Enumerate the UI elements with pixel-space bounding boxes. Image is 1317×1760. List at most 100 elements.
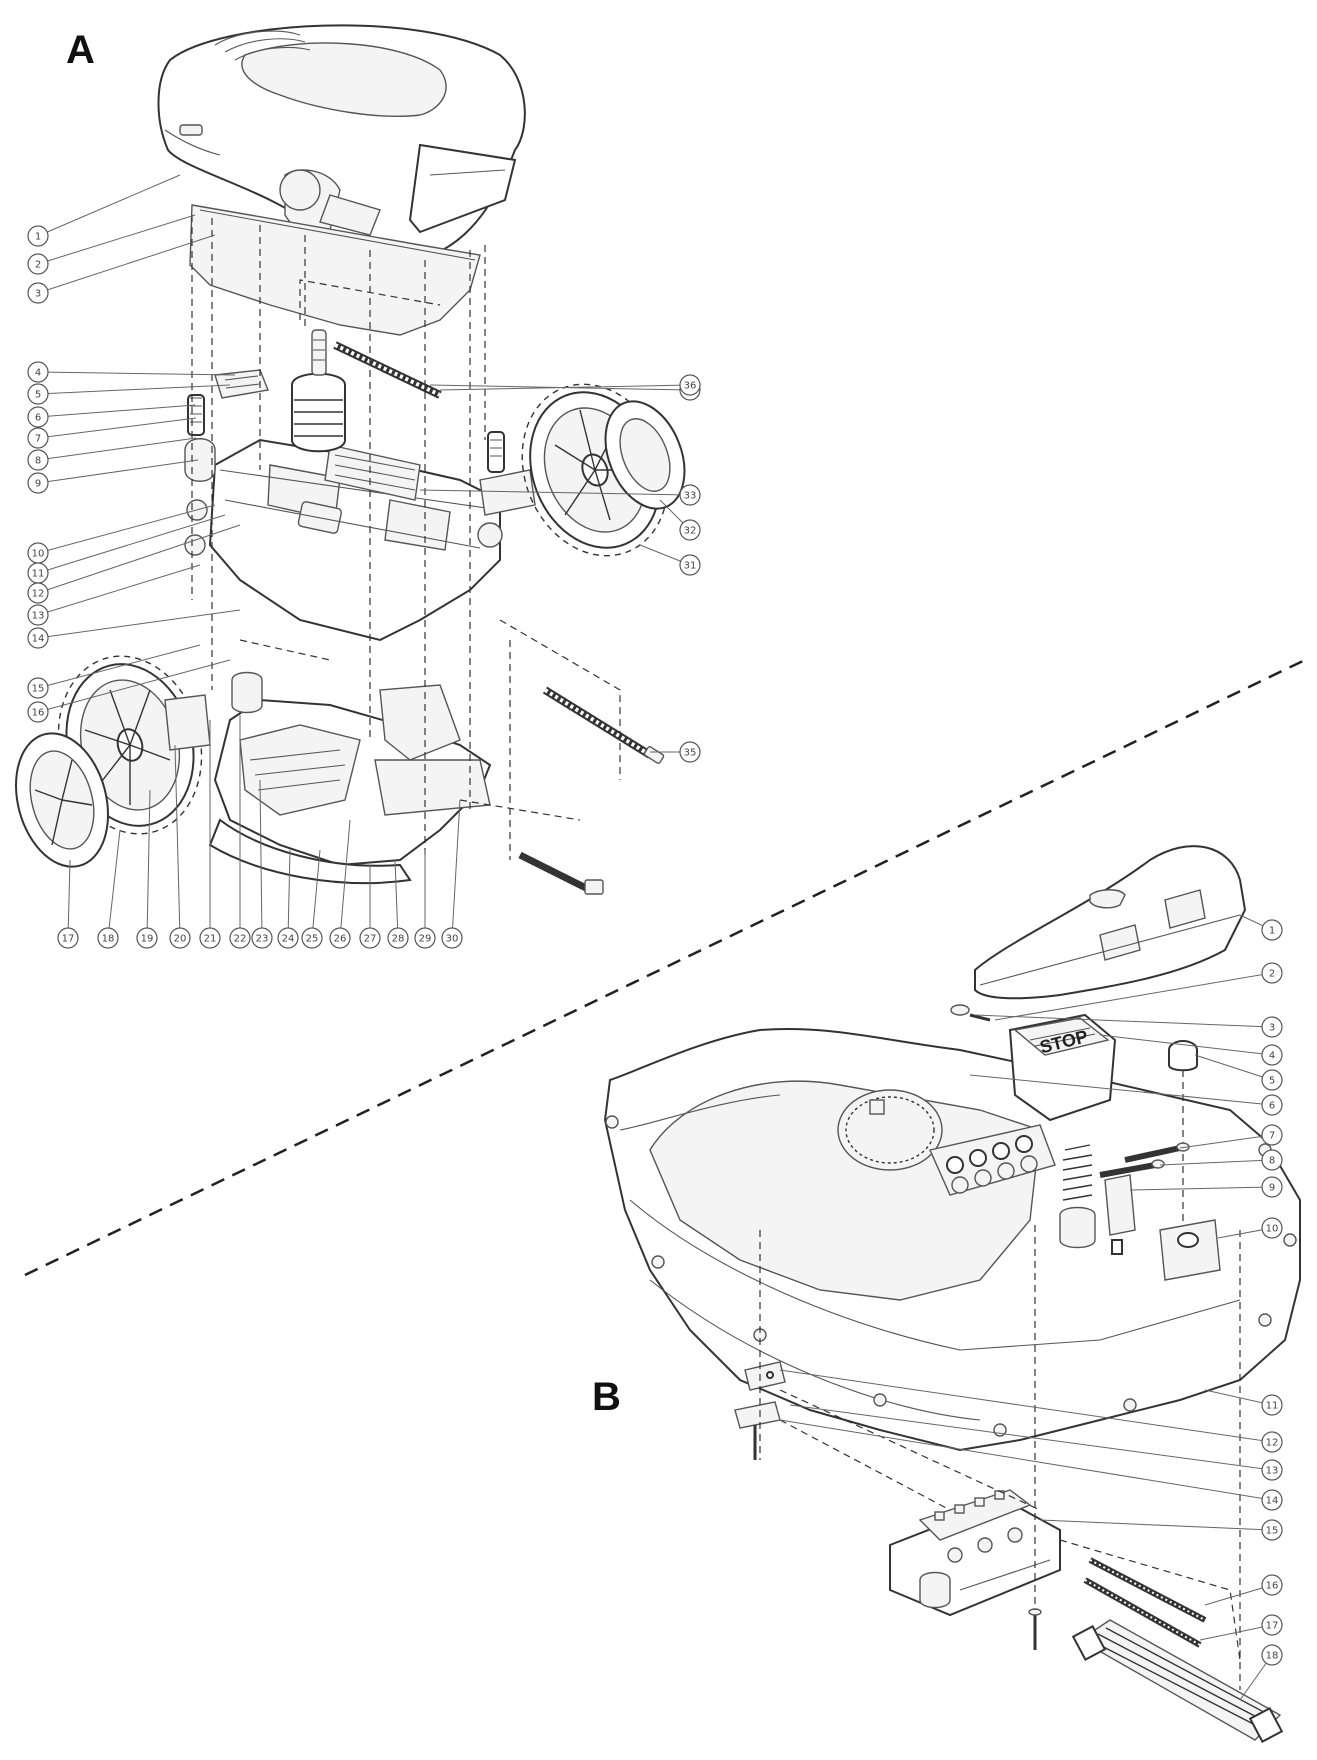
callout-number: 2: [1269, 969, 1275, 980]
leader-line: [37, 659, 231, 713]
leader-line: [37, 404, 196, 418]
callout-16: 16: [27, 659, 231, 723]
callout-circle: [27, 677, 49, 699]
callout-circle: [229, 927, 251, 949]
callout-number: 2: [35, 260, 41, 271]
leader-line: [37, 437, 197, 461]
callout-number: 6: [35, 413, 41, 424]
callout-number: 13: [1266, 1466, 1279, 1477]
callout-number: 25: [306, 934, 319, 945]
right-hubcap: [604, 400, 686, 510]
pcb-screw: [1028, 1608, 1042, 1650]
callout-circle: [27, 383, 49, 405]
leader-line: [174, 744, 181, 939]
leader-line: [1204, 1389, 1273, 1406]
lower-base: [208, 684, 492, 885]
leader-line: [1179, 1134, 1273, 1149]
callout-circle: [414, 927, 436, 949]
callout-12: 12: [779, 1369, 1283, 1453]
callout-number: 9: [1269, 1183, 1275, 1194]
callout-11: 11: [1204, 1389, 1283, 1416]
callout-number: 24: [282, 934, 295, 945]
callout-number: 5: [1269, 1076, 1275, 1087]
callout-13: 13: [27, 564, 201, 626]
callout-26: 26: [329, 819, 351, 949]
callout-number: 20: [174, 934, 187, 945]
assembly-guide-lines: [191, 215, 621, 860]
callout-29: 29: [414, 850, 436, 949]
callout-10: 10: [27, 504, 216, 564]
rod-upper: [333, 341, 442, 399]
callout-32: 32: [659, 499, 701, 541]
callout-22: 22: [229, 715, 251, 949]
rod-lower: [542, 686, 665, 764]
callout-4: 4: [27, 361, 236, 383]
callout-7: 7: [1179, 1124, 1283, 1149]
connector-cable-upper: [214, 369, 269, 399]
callout-circle: [1261, 1124, 1283, 1146]
leader-line: [67, 859, 71, 939]
callout-15: 15: [27, 644, 201, 699]
blade-ring: [837, 1089, 943, 1171]
callout-11: 11: [27, 514, 226, 584]
panel-b-guide-lines: [759, 1225, 1241, 1690]
callout-number: 21: [204, 934, 217, 945]
callout-circle: [1261, 1644, 1283, 1666]
callout-circle: [1261, 1217, 1283, 1239]
callout-number: 9: [35, 479, 41, 490]
callout-circle: [251, 927, 273, 949]
callout-number: 14: [1266, 1496, 1279, 1507]
rear-cover: [974, 845, 1247, 1000]
callout-35: 35: [650, 741, 701, 763]
chassis-plate: [603, 1028, 1301, 1452]
callout-number: 7: [35, 434, 41, 445]
leader-line: [394, 859, 399, 939]
callout-circle: [1261, 1176, 1283, 1198]
leader-line: [974, 1014, 1273, 1028]
callout-circle: [27, 627, 49, 649]
cable-17: [1083, 1577, 1202, 1648]
callout-number: 18: [1266, 1651, 1279, 1662]
callout-number: 36: [684, 381, 697, 392]
leader-line: [779, 1419, 1273, 1501]
callout-18: 18: [97, 829, 121, 949]
leader-line: [1159, 1159, 1273, 1166]
leader-line: [37, 524, 241, 594]
leader-line: [789, 1404, 1273, 1471]
leader-line: [37, 459, 199, 484]
callout-number: 3: [1269, 1023, 1275, 1034]
bracket-lower: [734, 1401, 781, 1460]
callout-number: 31: [684, 561, 697, 572]
stop-spring: [1059, 1144, 1096, 1249]
stop-button-housing: [1008, 1013, 1117, 1122]
callout-number: 33: [684, 491, 697, 502]
callout-circle: [329, 927, 351, 949]
callout-18: 18: [1239, 1644, 1283, 1701]
callout-19: 19: [136, 789, 158, 949]
callout-circle: [1261, 1094, 1283, 1116]
callout-1: 1: [27, 174, 181, 247]
leader-line: [419, 489, 691, 496]
callout-circle: [1261, 1614, 1283, 1636]
callout-circle: [27, 282, 49, 304]
callout-circle: [1261, 1489, 1283, 1511]
callout-number: 30: [446, 934, 459, 945]
callout-circle: [27, 449, 49, 471]
control-pcb: [889, 1489, 1061, 1617]
callout-circle: [1261, 1069, 1283, 1091]
callout-number: 19: [141, 934, 154, 945]
leader-line: [37, 609, 241, 639]
leader-line: [37, 564, 201, 616]
frame-gasket: [189, 204, 481, 336]
callout-8: 8: [1159, 1149, 1283, 1171]
callout-circle: [27, 701, 49, 723]
rod-short: [518, 851, 604, 895]
callout-23: 23: [251, 779, 273, 949]
leader-line: [146, 789, 151, 939]
top-cover: [157, 24, 526, 267]
leader-line: [1194, 1054, 1273, 1081]
callout-circle: [679, 374, 701, 396]
